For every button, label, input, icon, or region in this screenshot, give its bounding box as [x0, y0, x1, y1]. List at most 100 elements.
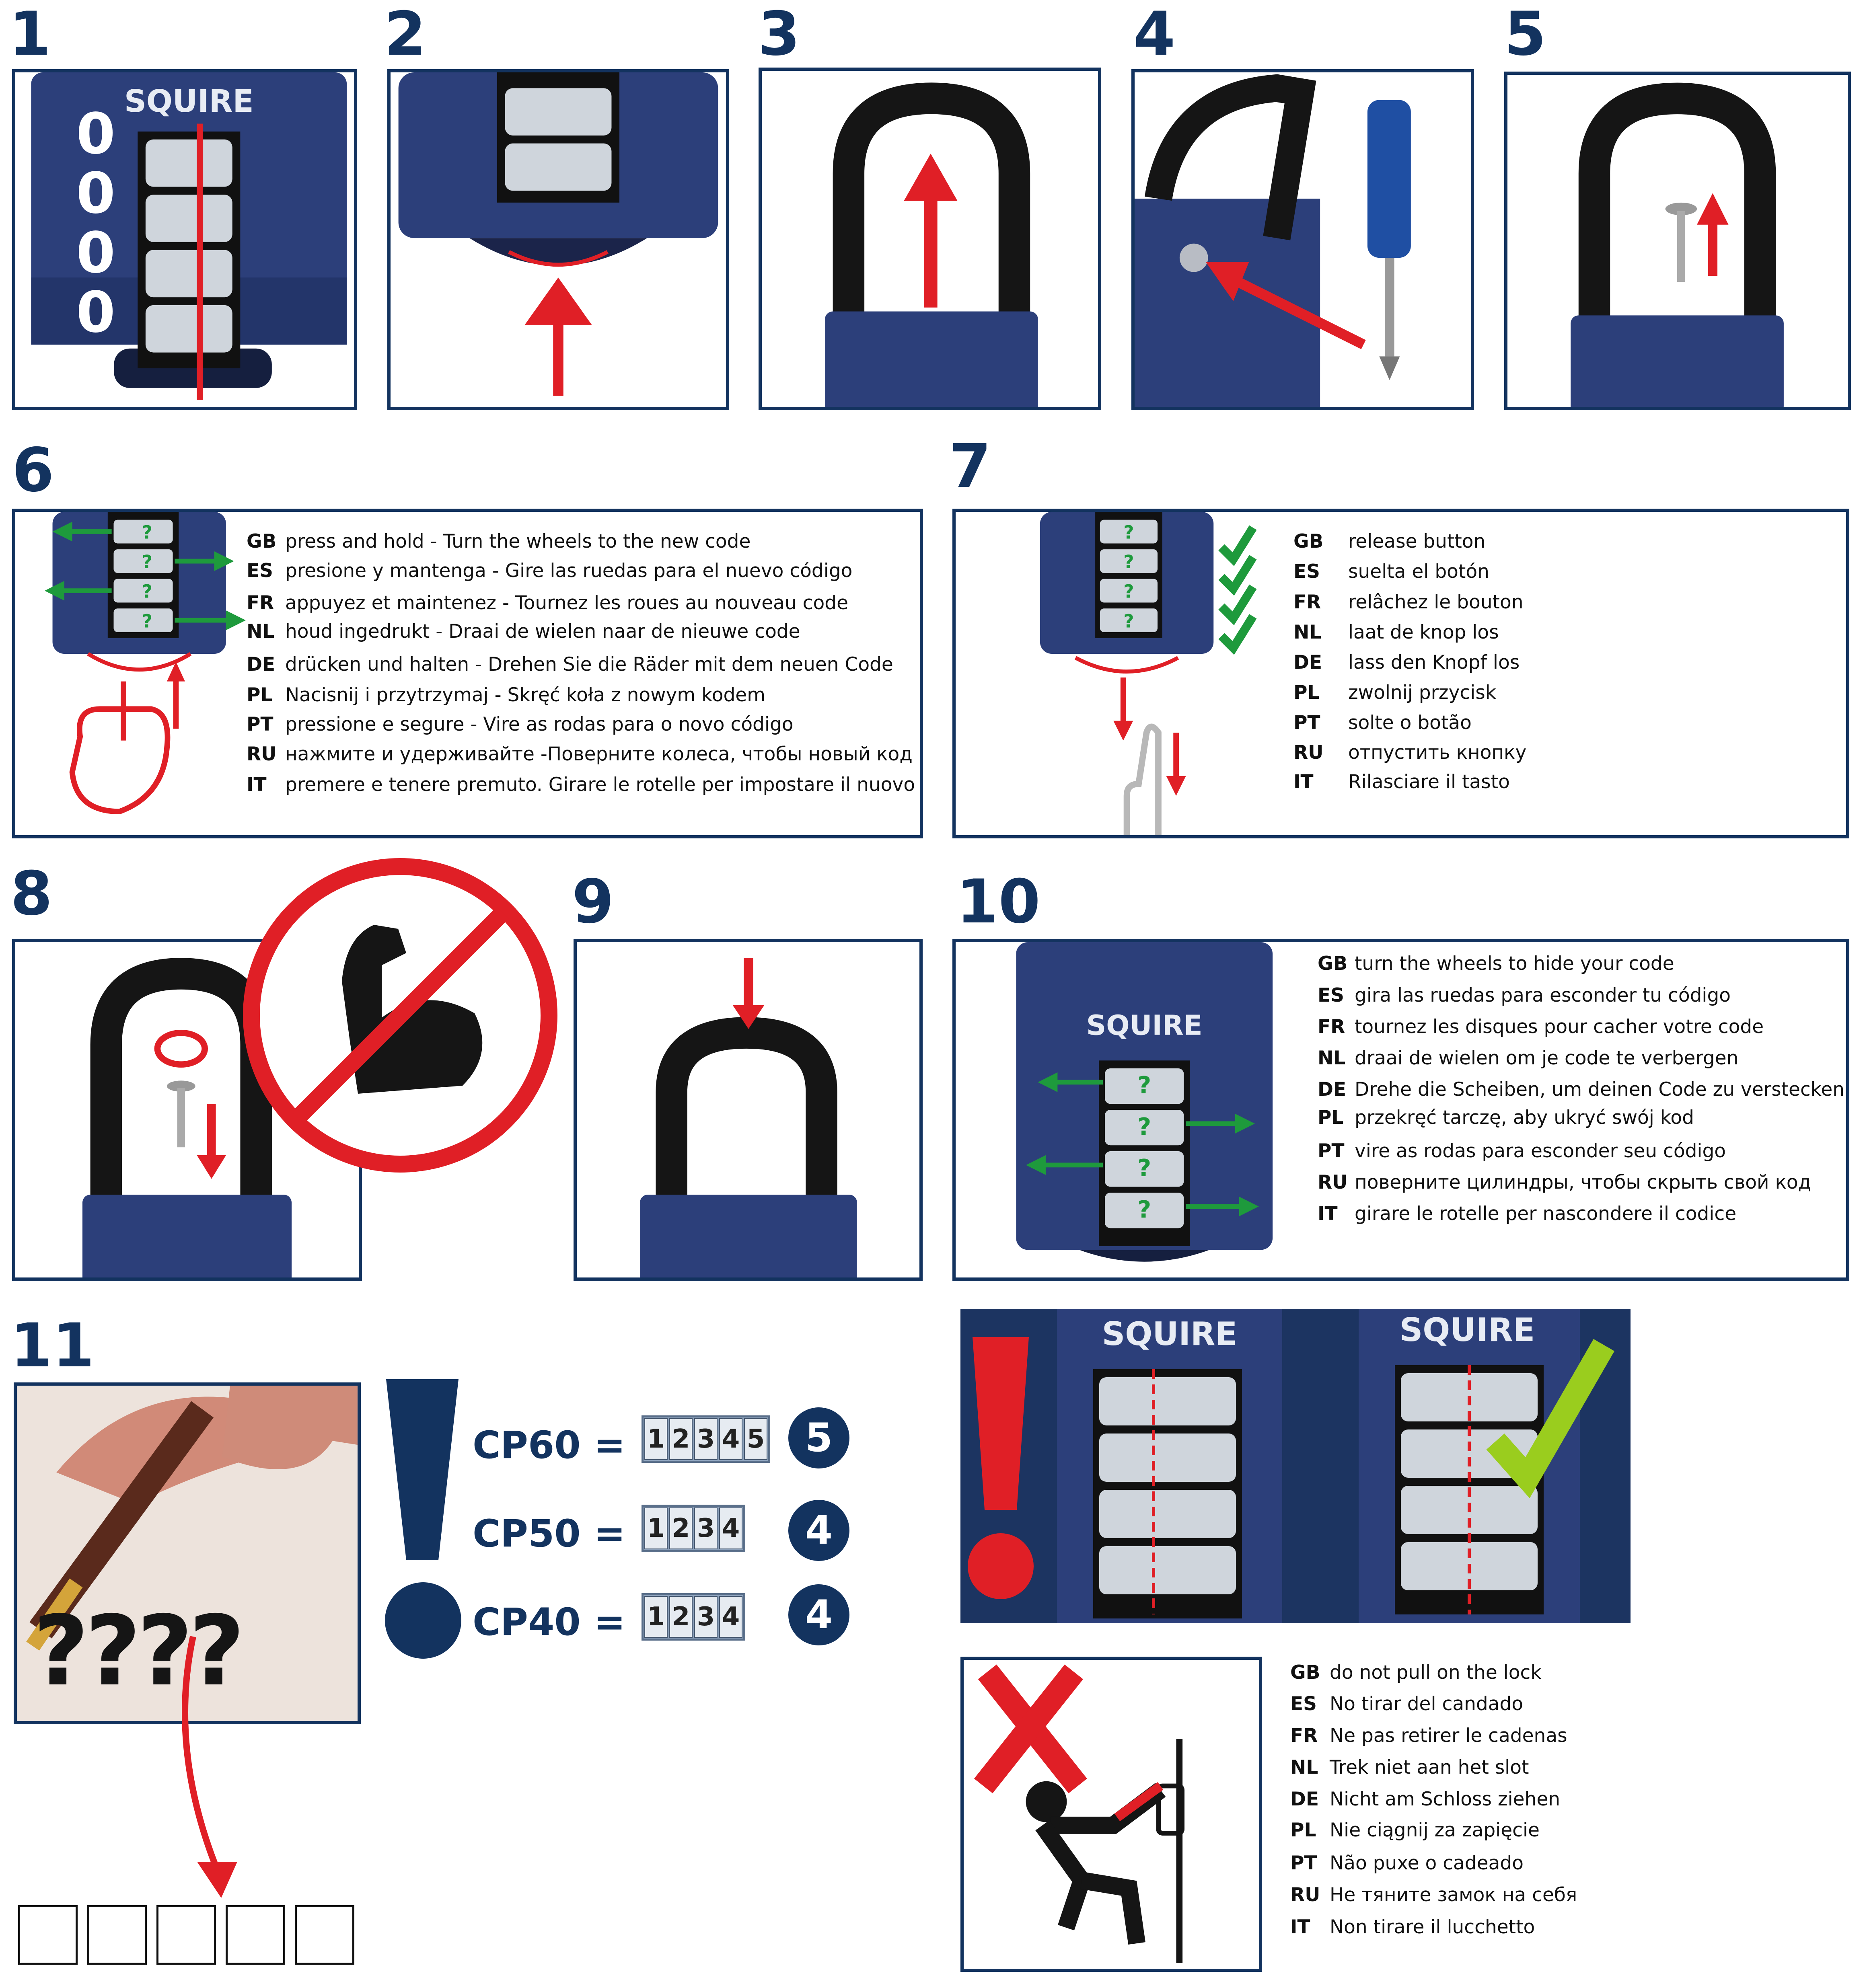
svg-text:?: ?: [1137, 1113, 1151, 1140]
lang-text: Nie ciągnij za zapięcie: [1330, 1819, 1540, 1841]
lang-text: laat de knop los: [1348, 621, 1499, 643]
wheel-count-badge: 5: [788, 1407, 849, 1468]
svg-text:?: ?: [1137, 1071, 1151, 1099]
wheel-digit: 5: [744, 1418, 767, 1460]
lang-code: FR: [1290, 1725, 1318, 1747]
lang-code: GB: [1318, 953, 1348, 975]
code-box[interactable]: [226, 1905, 285, 1965]
step9-panel: [574, 939, 923, 1281]
code-box[interactable]: [295, 1905, 354, 1965]
lang-code: NL: [1318, 1047, 1346, 1069]
step1-digit: 0: [76, 280, 115, 345]
svg-text:?: ?: [1123, 610, 1134, 632]
lang-text: przekręć tarczę, aby ukryć swój kod: [1355, 1107, 1694, 1129]
code-box[interactable]: [87, 1905, 147, 1965]
lang-text: Не тяните замок на себя: [1330, 1884, 1577, 1906]
lock-bottom-button-illustration: [391, 72, 726, 407]
step1-digit: 0: [76, 220, 115, 286]
step-number-2: 2: [384, 0, 426, 69]
wheel-digit: 2: [669, 1596, 693, 1638]
wheel-count-badge: 4: [788, 1500, 849, 1561]
alignment-illustration: SQUIRE SQUIRE: [960, 1309, 1631, 1623]
lang-code: IT: [247, 774, 267, 796]
press-and-turn-illustration: ? ? ? ?: [21, 512, 914, 835]
release-button-illustration: ? ? ? ?: [961, 512, 1841, 835]
lang-text: Trek niet aan het slot: [1330, 1756, 1529, 1779]
code-box[interactable]: [18, 1905, 78, 1965]
step-number-11: 11: [10, 1311, 95, 1381]
lang-text: Nacisnij i przytrzymaj - Skręć koła z no…: [285, 684, 765, 706]
lang-code: FR: [1318, 1016, 1345, 1038]
svg-text:?: ?: [1123, 551, 1134, 573]
screwdriver-illustration: [1135, 72, 1471, 407]
lang-code: DE: [1318, 1078, 1347, 1101]
brand-logo-text: SQUIRE: [1102, 1315, 1238, 1353]
wheel-digit: 4: [719, 1418, 742, 1460]
lang-code: PL: [1318, 1107, 1344, 1129]
code-box-row: [18, 1905, 356, 1965]
lang-text: presione y mantenga - Gire las ruedas pa…: [285, 560, 853, 582]
code-box[interactable]: [156, 1905, 216, 1965]
lang-text: No tirar del candado: [1330, 1693, 1524, 1715]
hide-code-illustration: SQUIRE ? ? ? ?: [960, 942, 1841, 1277]
wheel-digit: 4: [719, 1596, 742, 1638]
lang-code: RU: [1290, 1884, 1320, 1906]
lang-text: girare le rotelle per nascondere il codi…: [1355, 1203, 1737, 1225]
lang-code: FR: [247, 592, 274, 614]
lang-text: press and hold - Turn the wheels to the …: [285, 530, 751, 552]
lang-text: gira las ruedas para esconder tu código: [1355, 984, 1731, 1006]
step3-panel: [759, 68, 1101, 410]
lang-text: release button: [1348, 530, 1486, 552]
shackle-down-illustration: [577, 942, 919, 1277]
lang-code: PL: [1290, 1819, 1316, 1841]
lock-front-reset-illustration: SQUIRE: [15, 72, 354, 407]
step1-panel: SQUIRE 0 0 0 0: [12, 69, 357, 410]
lang-code: PT: [247, 713, 273, 735]
wheel-strip: 1 2 3 4 5: [642, 1415, 770, 1463]
lang-code: PT: [1293, 712, 1320, 734]
lang-code: RU: [247, 743, 277, 765]
step-number-9: 9: [572, 867, 614, 937]
lang-code: GB: [1293, 530, 1324, 552]
wheel-digit: 1: [644, 1596, 668, 1638]
do-not-pull-illustration: [964, 1660, 1259, 1969]
step-number-8: 8: [10, 859, 53, 929]
step2-panel: [387, 69, 729, 410]
question-marks: ????: [33, 1595, 245, 1707]
lang-text: Não puxe o cadeado: [1330, 1852, 1524, 1874]
lang-text: suelta el botón: [1348, 561, 1489, 583]
wheel-digit: 2: [669, 1507, 693, 1549]
step1-digit: 0: [76, 161, 115, 226]
lang-text: do not pull on the lock: [1330, 1661, 1542, 1684]
lang-code: NL: [1290, 1756, 1318, 1779]
lang-text: tournez les disques pour cacher votre co…: [1355, 1016, 1764, 1038]
lang-text: lass den Knopf los: [1348, 651, 1520, 674]
model-label: CP40 =: [473, 1600, 626, 1644]
step-number-1: 1: [9, 0, 51, 69]
lang-code: IT: [1290, 1916, 1310, 1938]
lang-code: RU: [1318, 1171, 1348, 1193]
wheel-digit: 3: [694, 1596, 718, 1638]
lang-code: RU: [1293, 741, 1324, 764]
wheel-digit: 3: [694, 1507, 718, 1549]
shackle-up-illustration: [762, 71, 1098, 407]
exclamation-icon: [385, 1379, 461, 1659]
lang-code: ES: [1290, 1693, 1317, 1715]
step-number-5: 5: [1504, 0, 1546, 69]
step-number-6: 6: [12, 435, 54, 505]
brand-logo-text: SQUIRE: [124, 84, 254, 119]
lang-text: поверните цилиндры, чтобы скрыть свой ко…: [1355, 1171, 1812, 1193]
wheel-digit: 4: [719, 1507, 742, 1549]
lang-text: relâchez le bouton: [1348, 591, 1524, 613]
lang-code: IT: [1318, 1203, 1338, 1225]
step-number-4: 4: [1133, 0, 1176, 69]
alignment-panel: SQUIRE SQUIRE: [960, 1309, 1631, 1623]
lang-text: Nicht am Schloss ziehen: [1330, 1788, 1561, 1810]
lang-text: draai de wielen om je code te verbergen: [1355, 1047, 1739, 1069]
